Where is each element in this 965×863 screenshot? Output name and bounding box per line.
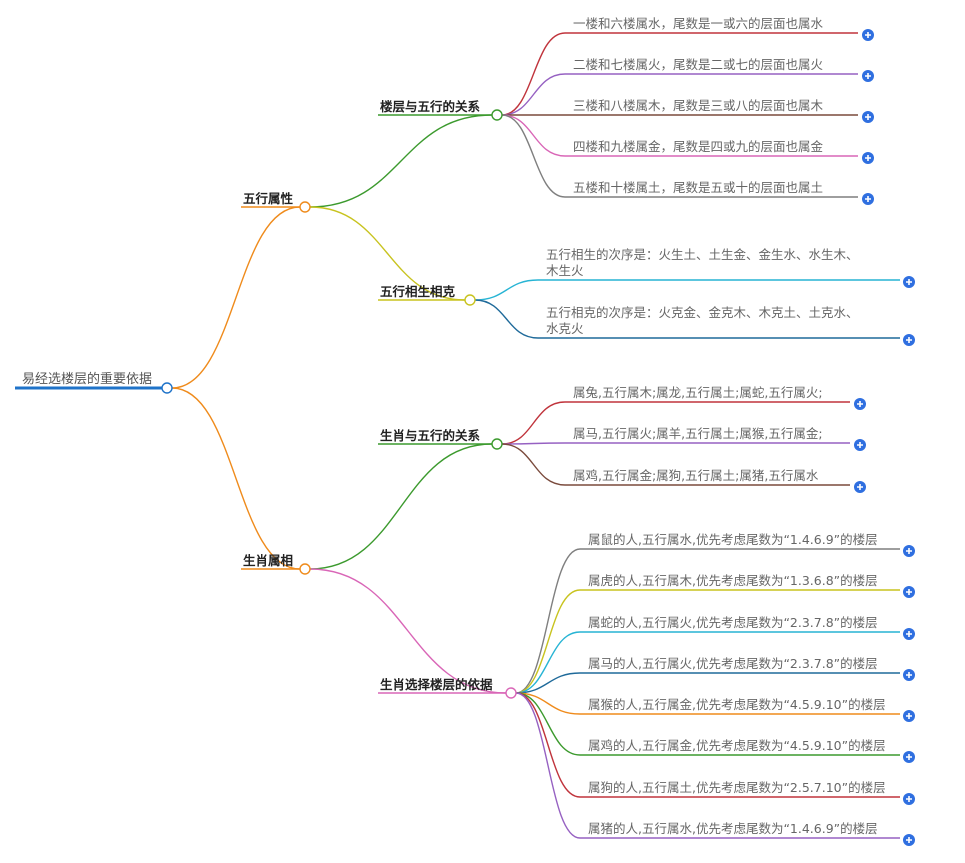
subbranch-expand-toggle[interactable] [464, 294, 476, 306]
leaf-label: 五行相克的次序是：火克金、金克木、木克土、土克水、 [546, 305, 859, 320]
leaf-label: 一楼和六楼属水，尾数是一或六的层面也属水 [573, 16, 824, 31]
leaf-expand-button[interactable] [903, 545, 915, 557]
edge-leaf [515, 692, 581, 756]
edge-level2 [309, 114, 493, 208]
plus-glyph [857, 442, 863, 448]
leaf-label: 属虎的人,五行属木,优先考虑尾数为“1.3.6.8”的楼层 [588, 573, 878, 588]
leaf-label: 属鼠的人,五行属水,优先考虑尾数为“1.4.6.9”的楼层 [588, 532, 878, 547]
plus-glyph [906, 337, 912, 343]
leaf-expand-button[interactable] [903, 751, 915, 763]
leaf-label: 二楼和七楼属火，尾数是二或七的层面也属火 [573, 57, 824, 72]
mindmap-nodes: 易经选楼层的重要依据 五行属性 楼层与五行的关系 一楼和六楼属水，尾数是一或六的层面也… [22, 16, 915, 846]
leaf-expand-button[interactable] [903, 793, 915, 805]
leaf-label: 三楼和八楼属木，尾数是三或八的层面也属木 [573, 98, 824, 113]
edge-leaf [501, 443, 566, 486]
leaf-expand-button[interactable] [903, 628, 915, 640]
plus-glyph [906, 837, 912, 843]
leaf-expand-button[interactable] [862, 193, 874, 205]
leaf-expand-button[interactable] [903, 334, 915, 346]
leaf-label: 属狗的人,五行属土,优先考虑尾数为“2.5.7.10”的楼层 [588, 780, 886, 795]
edge-leaf [515, 692, 581, 798]
plus-glyph [906, 713, 912, 719]
plus-glyph [857, 401, 863, 407]
plus-glyph [906, 279, 912, 285]
leaf-label: 五行相生的次序是：火生土、土生金、金生水、水生木、 [546, 247, 859, 262]
mindmap-edges [15, 32, 900, 839]
plus-glyph [906, 796, 912, 802]
leaf-label: 五楼和十楼属土，尾数是五或十的层面也属土 [573, 180, 823, 195]
leaf-label: 属猴的人,五行属金,优先考虑尾数为“4.5.9.10”的楼层 [588, 697, 886, 712]
edge-leaf [501, 442, 566, 445]
leaf-label: 属马的人,五行属火,优先考虑尾数为“2.3.7.8”的楼层 [588, 656, 878, 671]
leaf-expand-button[interactable] [862, 29, 874, 41]
leaf-label: 水克火 [546, 321, 584, 336]
leaf-expand-button[interactable] [862, 70, 874, 82]
root-label: 易经选楼层的重要依据 [22, 371, 152, 387]
subbranch-expand-toggle[interactable] [491, 109, 503, 121]
edge-level2 [309, 568, 507, 694]
branch-wuxing-shuxing: 五行属性 [243, 191, 294, 206]
plus-glyph [906, 548, 912, 554]
edge-leaf [515, 692, 581, 839]
subbranch-expand-toggle[interactable] [491, 438, 503, 450]
plus-glyph [906, 589, 912, 595]
subbranch-label: 生肖选择楼层的依据 [380, 677, 493, 692]
leaf-label: 属兔,五行属木;属龙,五行属土;属蛇,五行属火; [573, 385, 823, 400]
subbranch-label: 楼层与五行的关系 [380, 99, 481, 114]
plus-glyph [865, 196, 871, 202]
edge-leaf [501, 114, 566, 198]
leaf-label: 木生火 [546, 263, 584, 278]
leaf-label: 属鸡,五行属金;属狗,五行属土;属猪,五行属水 [573, 468, 819, 483]
plus-glyph [865, 114, 871, 120]
leaf-label: 属鸡的人,五行属金,优先考虑尾数为“4.5.9.10”的楼层 [588, 738, 886, 753]
plus-glyph [865, 32, 871, 38]
plus-glyph [906, 631, 912, 637]
edge-leaf [501, 114, 566, 157]
leaf-expand-button[interactable] [903, 834, 915, 846]
leaf-expand-button[interactable] [903, 276, 915, 288]
leaf-expand-button[interactable] [854, 481, 866, 493]
edge-leaf [474, 279, 539, 301]
root-expand-toggle[interactable] [161, 382, 173, 394]
leaf-label: 属马,五行属火;属羊,五行属土;属猴,五行属金; [573, 426, 823, 441]
leaf-label: 四楼和九楼属金，尾数是四或九的层面也属金 [573, 139, 824, 154]
plus-glyph [857, 484, 863, 490]
edge-leaf [515, 672, 581, 694]
leaf-expand-button[interactable] [862, 152, 874, 164]
subbranch-expand-toggle[interactable] [505, 687, 517, 699]
leaf-expand-button[interactable] [862, 111, 874, 123]
leaf-expand-button[interactable] [854, 439, 866, 451]
leaf-expand-button[interactable] [903, 669, 915, 681]
plus-glyph [906, 754, 912, 760]
edge-level2 [309, 443, 493, 570]
edge-level2 [309, 206, 466, 301]
leaf-expand-button[interactable] [903, 586, 915, 598]
leaf-expand-button[interactable] [903, 710, 915, 722]
plus-glyph [865, 73, 871, 79]
edge-leaf [501, 32, 566, 116]
branch-expand-toggle[interactable] [299, 201, 311, 213]
edge-leaf [501, 401, 566, 445]
subbranch-label: 五行相生相克 [380, 284, 456, 299]
edge-leaf [474, 299, 539, 339]
edge-leaf [515, 548, 581, 694]
leaf-expand-button[interactable] [854, 398, 866, 410]
branch-expand-toggle[interactable] [299, 563, 311, 575]
branch-shengxiao-shuxiang: 生肖属相 [243, 553, 293, 568]
plus-glyph [906, 672, 912, 678]
leaf-label: 属蛇的人,五行属火,优先考虑尾数为“2.3.7.8”的楼层 [588, 615, 878, 630]
edge-leaf [515, 692, 581, 715]
leaf-label: 属猪的人,五行属水,优先考虑尾数为“1.4.6.9”的楼层 [588, 821, 878, 836]
subbranch-label: 生肖与五行的关系 [380, 428, 481, 443]
edge-leaf [515, 589, 581, 694]
edge-root-to-wuxing [171, 206, 301, 389]
edge-root-to-shengxiao [171, 387, 301, 570]
edge-leaf [515, 631, 581, 694]
plus-glyph [865, 155, 871, 161]
edge-leaf [501, 73, 566, 116]
